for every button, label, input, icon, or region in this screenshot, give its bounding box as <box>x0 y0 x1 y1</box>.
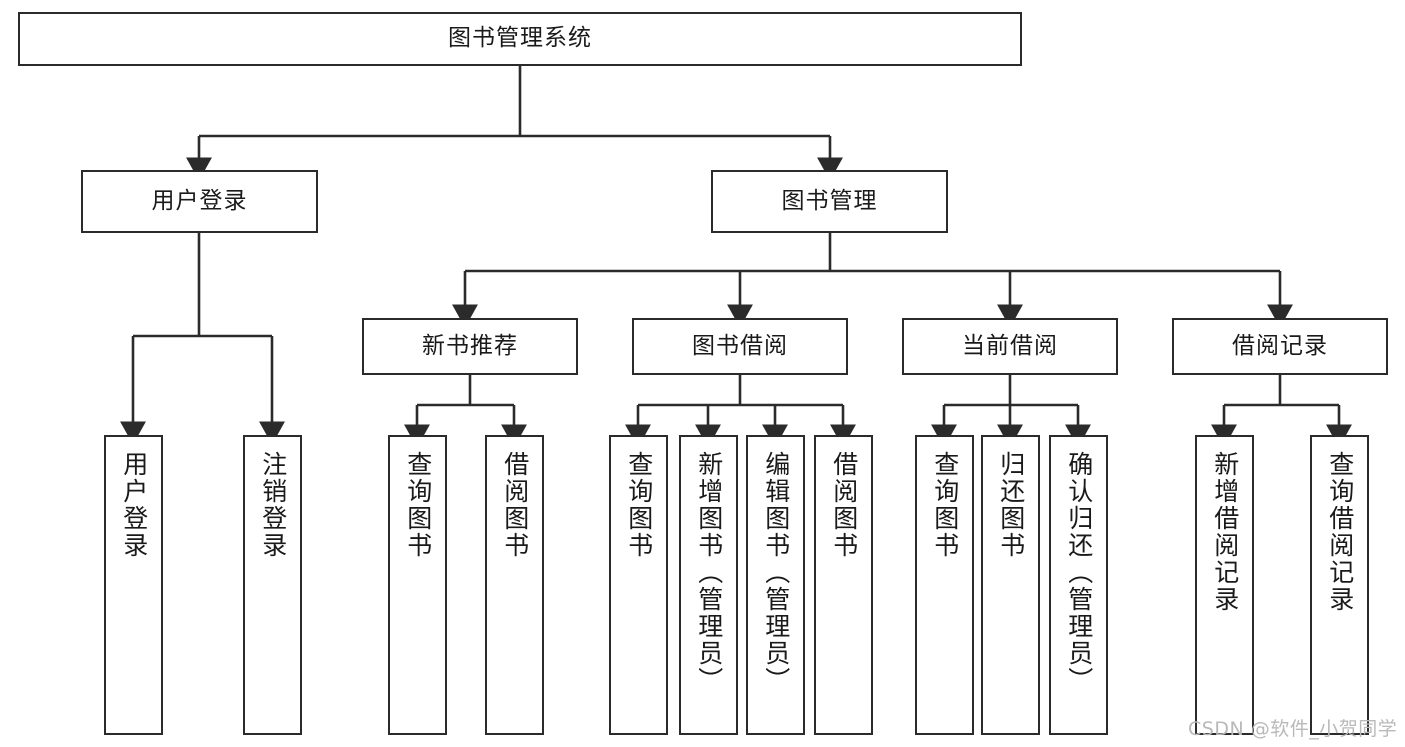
node-label: 归还图书 <box>996 451 1026 559</box>
node-label: 图书借阅 <box>692 332 788 359</box>
watermark: CSDN @软件_小贺同学 <box>1188 718 1398 740</box>
node-borrowing-records[interactable]: 借阅记录 <box>1172 318 1388 375</box>
node-leaf-query-book-current[interactable]: 查询图书 <box>915 435 974 735</box>
node-leaf-borrow-book-recommend[interactable]: 借阅图书 <box>485 435 544 735</box>
node-label: 编辑图书（管理员） <box>761 451 791 694</box>
node-leaf-user-login[interactable]: 用户登录 <box>104 435 163 735</box>
node-label: 新增借阅记录 <box>1210 451 1240 613</box>
node-root-book-management-system[interactable]: 图书管理系统 <box>18 12 1022 66</box>
node-label: 用户登录 <box>151 187 248 214</box>
node-label: 确认归还（管理员） <box>1064 451 1094 694</box>
node-leaf-logout[interactable]: 注销登录 <box>243 435 302 735</box>
node-label: 图书管理 <box>781 187 878 214</box>
node-leaf-confirm-return-admin[interactable]: 确认归还（管理员） <box>1049 435 1108 735</box>
node-label: 当前借阅 <box>962 332 1058 359</box>
node-label: 借阅记录 <box>1232 332 1328 359</box>
node-label: 注销登录 <box>258 451 288 559</box>
node-leaf-add-book-admin[interactable]: 新增图书（管理员） <box>679 435 738 735</box>
node-leaf-query-borrow-record[interactable]: 查询借阅记录 <box>1310 435 1369 735</box>
node-leaf-query-book-recommend[interactable]: 查询图书 <box>388 435 447 735</box>
node-label: 查询图书 <box>403 451 433 559</box>
node-label: 用户登录 <box>119 451 149 559</box>
node-user-login[interactable]: 用户登录 <box>81 170 318 233</box>
node-label: 查询图书 <box>624 451 654 559</box>
node-book-borrowing[interactable]: 图书借阅 <box>632 318 848 375</box>
node-leaf-query-book-borrow[interactable]: 查询图书 <box>609 435 668 735</box>
node-leaf-return-book[interactable]: 归还图书 <box>981 435 1040 735</box>
node-label: 查询图书 <box>930 451 960 559</box>
node-label: 新增图书（管理员） <box>694 451 724 694</box>
node-label: 借阅图书 <box>500 451 530 559</box>
node-label: 新书推荐 <box>422 332 518 359</box>
node-book-management[interactable]: 图书管理 <box>711 170 948 233</box>
node-label: 查询借阅记录 <box>1325 451 1355 613</box>
node-leaf-edit-book-admin[interactable]: 编辑图书（管理员） <box>746 435 805 735</box>
node-label: 借阅图书 <box>829 451 859 559</box>
node-leaf-borrow-book[interactable]: 借阅图书 <box>814 435 873 735</box>
node-leaf-add-borrow-record[interactable]: 新增借阅记录 <box>1195 435 1254 735</box>
node-current-borrowing[interactable]: 当前借阅 <box>902 318 1118 375</box>
node-label: 图书管理系统 <box>448 25 592 52</box>
node-new-book-recommendation[interactable]: 新书推荐 <box>362 318 578 375</box>
